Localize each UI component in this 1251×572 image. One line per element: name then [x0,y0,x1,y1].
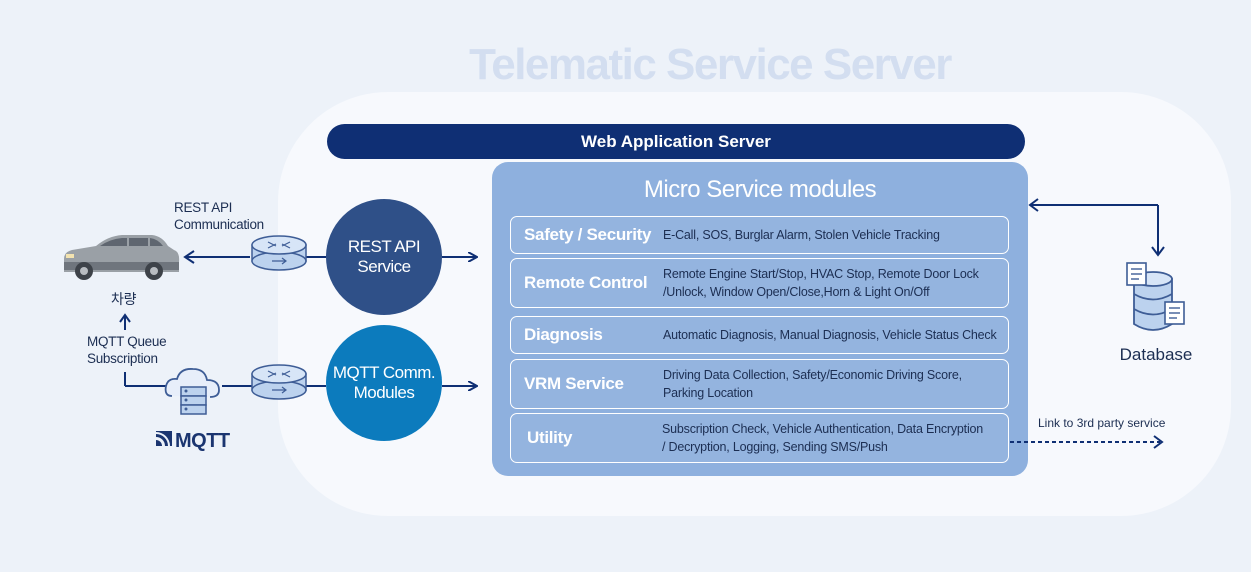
server-title: Telematic Service Server [469,40,952,89]
database-icon [1126,262,1185,331]
module-name: VRM Service [524,374,624,393]
module-name: Utility [527,428,573,447]
mqtt-comm-modules-circle: MQTT Comm. Modules [326,325,442,441]
module-desc-line: E-Call, SOS, Burglar Alarm, Stolen Vehic… [663,228,940,242]
mqtt-logo-icon [155,431,173,452]
car-icon [64,235,180,280]
module-desc-line: / Decryption, Logging, Sending SMS/Push [662,440,888,454]
mqtt-circle-line: Modules [353,383,415,402]
cloud-server-icon [164,368,220,415]
label-line: MQTT Queue [87,334,167,349]
micro-service-title: Micro Service modules [643,176,877,203]
label-line: Communication [174,217,264,232]
module-description: E-Call, SOS, Burglar Alarm, Stolen Vehic… [663,226,940,244]
mqtt-logo-text: MQTT [175,430,230,452]
module-description: Remote Engine Start/Stop, HVAC Stop, Rem… [663,265,979,301]
module-desc-line: Subscription Check, Vehicle Authenticati… [662,422,984,436]
mqtt-queue-subscription-label: MQTT Queue Subscription [87,333,167,367]
router-icon [251,235,307,271]
module-desc-line: Remote Engine Start/Stop, HVAC Stop, Rem… [663,267,979,281]
module-desc-line: Automatic Diagnosis, Manual Diagnosis, V… [663,328,997,342]
router-icon [251,364,307,400]
module-utility: Utility Subscription Check, Vehicle Auth… [510,413,1009,463]
third-party-connector [1010,435,1164,449]
module-desc-line: Parking Location [663,386,753,400]
vehicle-label: 차량 [111,291,137,307]
mqtt-circle-line: MQTT Comm. [332,363,436,382]
module-safety-security: Safety / Security E-Call, SOS, Burglar A… [510,216,1009,254]
rest-circle-line: REST API [347,237,421,256]
web-application-server-bar: Web Application Server [327,124,1025,159]
module-desc-line: Driving Data Collection, Safety/Economic… [663,368,962,382]
module-desc-line: /Unlock, Window Open/Close,Horn & Light … [663,285,930,299]
rest-api-service-circle: REST API Service [326,199,442,315]
module-name: Safety / Security [524,225,652,244]
label-line: Subscription [87,351,158,366]
module-remote-control: Remote Control Remote Engine Start/Stop,… [510,258,1009,308]
rest-connector [183,250,476,264]
module-name: Remote Control [524,273,648,292]
third-party-link-label: Link to 3rd party service [1038,416,1166,430]
micro-service-box [492,162,1028,476]
module-description: Automatic Diagnosis, Manual Diagnosis, V… [663,326,997,344]
module-name: Diagnosis [524,325,603,344]
module-description: Driving Data Collection, Safety/Economic… [663,366,962,402]
database-label: Database [1119,345,1193,364]
rest-circle-line: Service [357,257,411,276]
mqtt-connector [119,313,476,386]
rest-api-communication-label: REST API Communication [174,199,264,233]
module-diagnosis: Diagnosis Automatic Diagnosis, Manual Di… [510,316,1009,354]
database-connector [1028,198,1165,257]
label-line: REST API [174,200,233,215]
module-vrm-service: VRM Service Driving Data Collection, Saf… [510,359,1009,409]
module-description: Subscription Check, Vehicle Authenticati… [662,420,983,456]
